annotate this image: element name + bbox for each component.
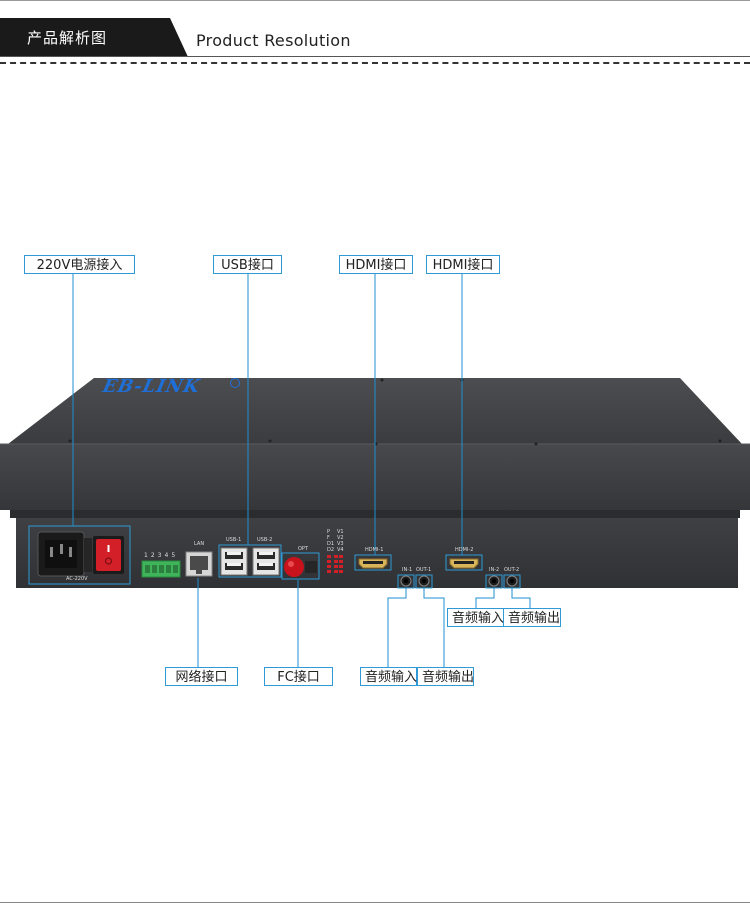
lan-label: LAN — [194, 541, 205, 547]
header-dashed-divider — [0, 62, 750, 64]
top-rule — [0, 0, 750, 1]
callout-fc: FC接口 — [264, 667, 333, 686]
indicator-label: D2 — [327, 547, 335, 553]
section-title-tab — [0, 18, 188, 57]
terminal-number: 2 — [150, 552, 155, 559]
hdmi-1-frame — [354, 554, 392, 571]
header-underline — [0, 56, 750, 57]
callout-network: 网络接口 — [165, 667, 238, 686]
terminal-numbers: 1 2 3 4 5 — [144, 552, 175, 560]
usb-2-label: USB-2 — [257, 537, 273, 543]
out-2-label: OUT-2 — [504, 567, 520, 573]
callout-usb: USB接口 — [213, 255, 282, 274]
in-1-label: IN-1 — [402, 567, 413, 573]
usb-port-group-frame — [218, 544, 282, 578]
hdmi-1-label: HDMI-1 — [365, 547, 384, 553]
in-2-label: IN-2 — [489, 567, 500, 573]
indicator-label: V1 — [337, 529, 344, 535]
out-1-label: OUT-1 — [416, 567, 432, 573]
section-title-cn: 产品解析图 — [27, 29, 108, 47]
terminal-number: 3 — [157, 552, 162, 559]
opt-frame — [281, 552, 320, 580]
callout-audio-out-2: 音频输出 — [503, 608, 561, 627]
callout-power: 220V电源接入 — [24, 255, 135, 274]
indicator-label: V4 — [337, 547, 344, 553]
front-panel — [16, 518, 738, 588]
usb-1-label: USB-1 — [226, 537, 242, 543]
power-module-frame — [28, 525, 131, 585]
callout-hdmi-2: HDMI接口 — [426, 255, 500, 274]
indicator-label: P — [327, 529, 331, 535]
hdmi-2-frame — [445, 554, 483, 571]
brand-logo: EB-LINK — [100, 376, 203, 397]
fiber-opt-port — [284, 557, 304, 577]
hdmi-2-label: HDMI-2 — [455, 547, 474, 553]
callout-audio-in-1: 音频输入 — [360, 667, 417, 686]
terminal-number: 5 — [171, 552, 176, 559]
callout-audio-out-1: 音频输出 — [417, 667, 474, 686]
terminal-number: 4 — [164, 552, 169, 559]
indicator-labels-left: P F D1 D2 — [327, 529, 334, 553]
terminal-number: 1 — [144, 552, 148, 559]
indicator-label: V3 — [337, 541, 344, 547]
opt-label: OPT — [298, 546, 309, 552]
indicator-label: D1 — [327, 541, 335, 547]
indicator-label: F — [327, 535, 330, 541]
callout-audio-in-2: 音频输入 — [447, 608, 505, 627]
indicator-label: V2 — [337, 535, 344, 541]
brand-registered-mark — [230, 378, 240, 388]
indicator-labels-right: V1 V2 V3 V4 — [337, 529, 344, 553]
bottom-rule — [0, 902, 750, 903]
section-title-en: Product Resolution — [196, 31, 351, 50]
power-label: AC-220V — [66, 576, 88, 582]
callout-hdmi-1: HDMI接口 — [339, 255, 413, 274]
